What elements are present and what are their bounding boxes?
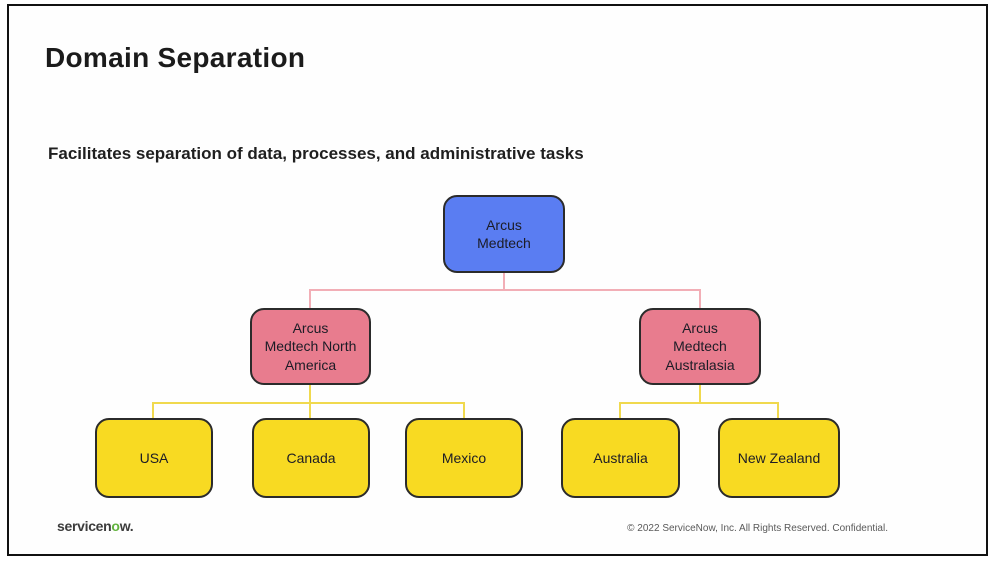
connector-level1-right-drop bbox=[699, 289, 701, 309]
connector-root-drop bbox=[503, 272, 505, 291]
connector-level1-left-drop bbox=[309, 289, 311, 309]
connector-level1-horizontal bbox=[309, 289, 701, 291]
org-node-canada: Canada bbox=[252, 418, 370, 498]
copyright-text: © 2022 ServiceNow, Inc. All Rights Reser… bbox=[627, 523, 888, 534]
connector-mexico-drop bbox=[463, 402, 465, 419]
logo-text-prefix: servicen bbox=[57, 518, 112, 534]
logo-text-suffix: w bbox=[119, 518, 130, 534]
org-node-new-zealand: New Zealand bbox=[718, 418, 840, 498]
connector-level2-left-horizontal bbox=[152, 402, 465, 404]
org-node-north-america: Arcus Medtech North America bbox=[250, 308, 371, 385]
org-node-arcus-medtech: Arcus Medtech bbox=[443, 195, 565, 273]
org-node-usa: USA bbox=[95, 418, 213, 498]
org-node-australia: Australia bbox=[561, 418, 680, 498]
servicenow-logo: servicenow. bbox=[57, 518, 134, 534]
connector-level2-right-horizontal bbox=[619, 402, 779, 404]
slide-title: Domain Separation bbox=[45, 42, 306, 73]
logo-green-o: o bbox=[111, 518, 120, 534]
connector-usa-drop bbox=[152, 402, 154, 419]
connector-northamerica-drop bbox=[309, 384, 311, 404]
org-node-australasia: Arcus Medtech Australasia bbox=[639, 308, 761, 385]
connector-australasia-drop bbox=[699, 385, 701, 404]
org-node-mexico: Mexico bbox=[405, 418, 523, 498]
logo-period: . bbox=[129, 518, 134, 534]
connector-australia-drop bbox=[619, 402, 621, 419]
connector-canada-drop bbox=[309, 402, 311, 419]
connector-newzealand-drop bbox=[777, 402, 779, 419]
slide-subtitle: Facilitates separation of data, processe… bbox=[48, 144, 584, 163]
